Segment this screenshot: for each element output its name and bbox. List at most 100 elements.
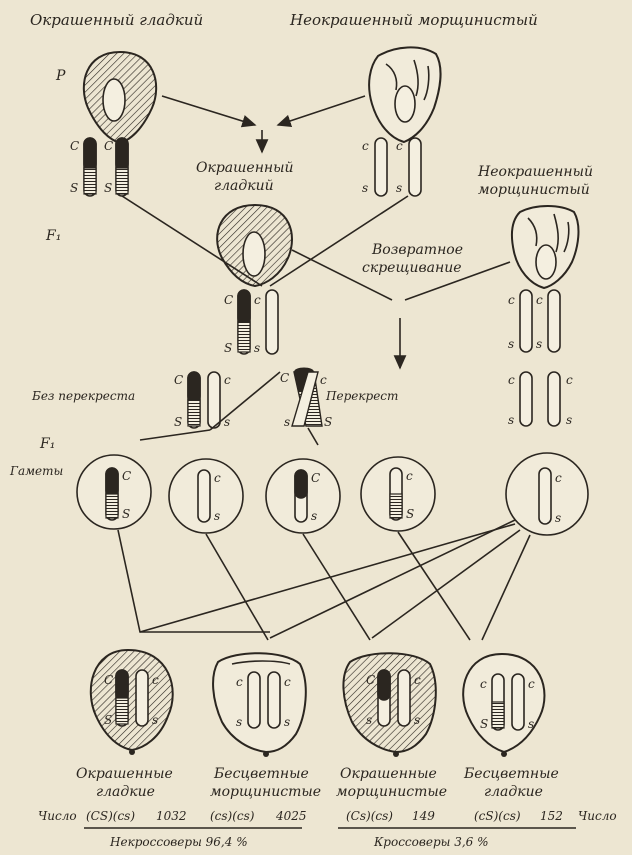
gene-label: s: [311, 509, 317, 523]
gene-label: c: [508, 373, 515, 387]
offspring-2-subtitle: морщинистые: [210, 784, 321, 800]
gene-label: C: [311, 471, 320, 485]
offspring-2-count: 4025: [275, 809, 307, 823]
gene-label: S: [122, 507, 130, 521]
offspring-4-subtitle: гладкие: [484, 784, 543, 800]
gene-label: s: [508, 413, 514, 427]
gene-label: c: [224, 373, 231, 387]
gene-label: C: [104, 139, 113, 153]
offspring-1-count: 1032: [156, 809, 187, 823]
gene-label: c: [536, 293, 543, 307]
gene-label: S: [70, 181, 78, 195]
gene-label: c: [528, 677, 535, 691]
offspring-1-title: Окрашенные: [76, 766, 173, 782]
offspring-3-genotype: (Cs)(cs): [346, 809, 393, 823]
gene-label: c: [214, 471, 221, 485]
gene-label: c: [152, 673, 159, 687]
gene-label: s: [366, 713, 372, 727]
gene-label: c: [284, 675, 291, 689]
gene-label: s: [414, 713, 420, 727]
gene-label: C: [122, 469, 131, 483]
offspring-3-count: 149: [412, 809, 435, 823]
offspring-colored-wrinkled: [343, 653, 435, 757]
gene-label: c: [254, 293, 261, 307]
generation-f1-label: F₁: [45, 228, 61, 244]
gene-label: s: [508, 337, 514, 351]
gene-label: s: [536, 337, 542, 351]
offspring-colorless-wrinkled: [213, 653, 306, 757]
gene-label: C: [224, 293, 233, 307]
gene-label: c: [362, 139, 369, 153]
offspring-4-genotype: (cS)(cs): [474, 809, 521, 823]
gene-label: S: [324, 415, 332, 429]
chromosome-pair-no-crossover: [188, 372, 220, 428]
gene-label: C: [104, 673, 113, 687]
f1-label-2: гладкий: [214, 178, 274, 194]
generation-p-label: P: [55, 68, 66, 84]
chromosome-crossover: [292, 368, 322, 427]
tester-label-1: Неокрашенный: [477, 164, 593, 180]
gene-label: s: [555, 511, 561, 525]
seed-tester: [512, 206, 578, 288]
gamete-cS: [361, 457, 435, 531]
parent-right-label: Неокрашенный морщинистый: [289, 11, 538, 29]
seed-colored-smooth-parent: [84, 52, 156, 143]
gene-label: s: [528, 717, 534, 731]
gene-label: S: [406, 507, 414, 521]
gene-label: s: [254, 341, 260, 355]
crossover-label: Перекрест: [325, 389, 398, 403]
offspring-3-title: Окрашенные: [340, 766, 437, 782]
gene-label: C: [174, 373, 183, 387]
number-label-left: Число: [38, 809, 77, 823]
seed-colorless-wrinkled-parent: [369, 47, 440, 142]
gene-label: C: [366, 673, 375, 687]
gene-label: c: [566, 373, 573, 387]
offspring-colorless-smooth: [463, 654, 544, 757]
chromosome-pair-tester: [520, 290, 560, 426]
gene-label: s: [362, 181, 368, 195]
gene-label: S: [174, 415, 182, 429]
offspring-2-genotype: (cs)(cs): [210, 809, 255, 823]
gamete-Cs: [266, 459, 340, 533]
gene-label: C: [280, 371, 289, 385]
gene-label: S: [480, 717, 488, 731]
backcross-label-2: скрещивание: [362, 260, 462, 276]
offspring-4-title: Бесцветные: [463, 766, 559, 782]
seed-f1-hybrid: [217, 205, 292, 286]
gamete-CS: [77, 455, 151, 529]
gene-label: S: [104, 713, 112, 727]
gene-label: c: [555, 471, 562, 485]
gene-label: c: [406, 469, 413, 483]
gene-label: s: [152, 713, 158, 727]
crossover-summary: Кроссоверы 3,6 %: [373, 835, 489, 849]
gene-label: S: [104, 181, 112, 195]
offspring-2-title: Бесцветные: [213, 766, 309, 782]
offspring-colored-smooth: [91, 650, 173, 755]
gene-label: c: [320, 373, 327, 387]
gene-label: c: [414, 673, 421, 687]
gene-label: c: [480, 677, 487, 691]
offspring-4-count: 152: [540, 809, 563, 823]
gametes-label: Гаметы: [9, 464, 63, 478]
offspring-3-subtitle: морщинистые: [336, 784, 447, 800]
gene-label: s: [566, 413, 572, 427]
gene-label: c: [396, 139, 403, 153]
f1-label-1: Окрашенный: [196, 160, 294, 176]
gene-label: S: [224, 341, 232, 355]
no-crossover-label: Без перекреста: [31, 389, 135, 403]
backcross-label-1: Возвратное: [371, 242, 463, 258]
offspring-1-genotype: (CS)(cs): [86, 809, 135, 823]
gamete-cs: [169, 459, 243, 533]
tester-label-2: морщинистый: [478, 182, 590, 198]
gene-label: s: [214, 509, 220, 523]
parent-left-label: Окрашенный гладкий: [30, 11, 203, 29]
generation-f1b-label: F₁: [39, 436, 55, 452]
gene-label: c: [508, 293, 515, 307]
gene-label: s: [284, 415, 290, 429]
gene-label: c: [236, 675, 243, 689]
number-label-right: Число: [578, 809, 617, 823]
gene-label: s: [396, 181, 402, 195]
offspring-1-subtitle: гладкие: [96, 784, 155, 800]
